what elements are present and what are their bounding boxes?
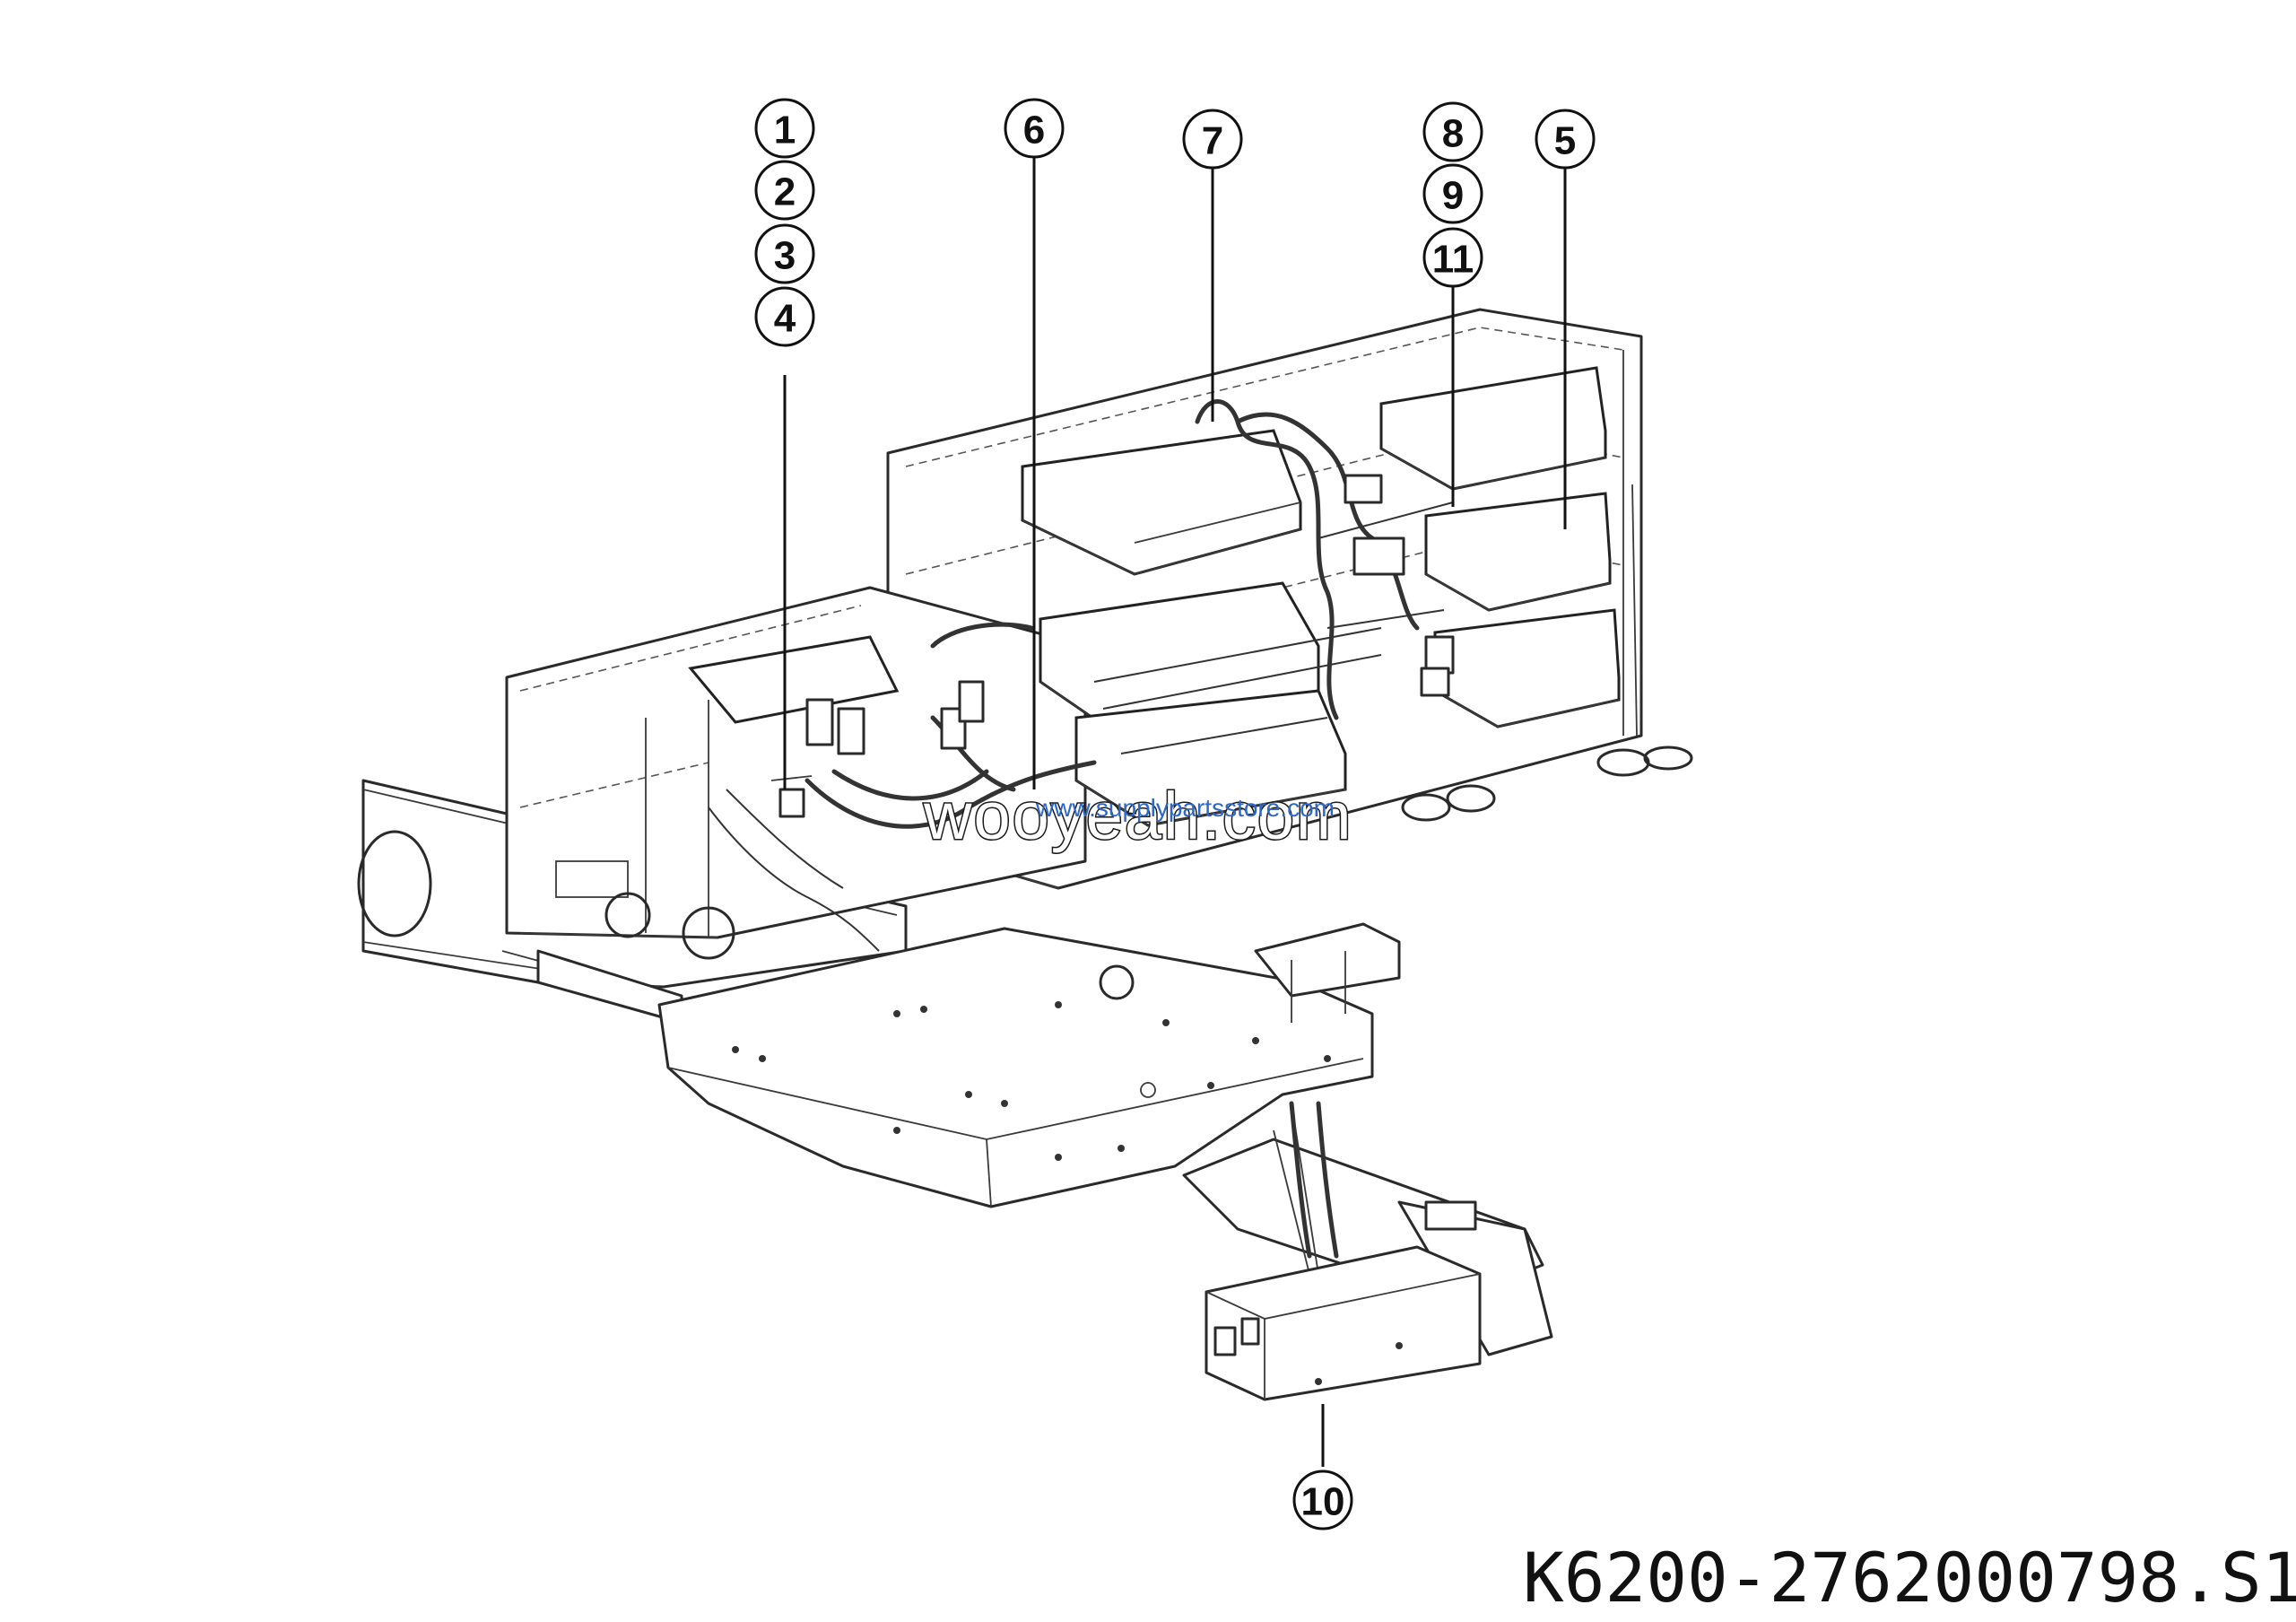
frame-feet xyxy=(1401,746,1693,822)
callout-4-label: 4 xyxy=(774,297,796,341)
callout-1: 1 xyxy=(754,98,815,159)
callout-7-label: 7 xyxy=(1202,119,1223,163)
battery-frame-left-mount xyxy=(770,775,813,818)
callout-3: 3 xyxy=(754,223,815,284)
callout-5-label: 5 xyxy=(1554,119,1576,163)
battery-pack-middle xyxy=(1039,581,1347,827)
mounting-plate xyxy=(657,927,1374,1208)
upper-battery-connector xyxy=(1344,474,1455,697)
callout-11: 11 xyxy=(1422,227,1483,288)
battery-pack-upper-left xyxy=(1021,429,1302,576)
callout-8: 8 xyxy=(1422,101,1483,162)
part-code-label: K6200-2762000798.S1A xyxy=(1523,1538,2296,1618)
callout-5: 5 xyxy=(1535,109,1596,170)
callout-10: 10 xyxy=(1292,1469,1353,1530)
callout-8-label: 8 xyxy=(1442,112,1464,156)
callout-11-label: 11 xyxy=(1432,238,1474,282)
callout-4: 4 xyxy=(754,286,815,347)
callout-9: 9 xyxy=(1422,163,1483,224)
callout-group: 1 2 3 4 5 6 7 8 xyxy=(754,98,1596,1530)
callout-10-label: 10 xyxy=(1301,1480,1345,1524)
callout-2-label: 2 xyxy=(774,170,796,214)
leader-lines xyxy=(783,153,1567,1467)
watermark: wooyeah.com www.supplypartsstore.com xyxy=(922,778,1353,855)
battery-frame-lower xyxy=(505,586,1087,960)
support-bracket xyxy=(1254,922,1401,1023)
battery-pack-lower-left xyxy=(688,635,900,724)
callout-9-label: 9 xyxy=(1442,174,1464,218)
mounting-plate-holes xyxy=(732,1001,1331,1161)
callout-6-label: 6 xyxy=(1023,109,1045,153)
battery-harness-front xyxy=(708,622,1382,952)
watermark-overlay: www.supplypartsstore.com xyxy=(1035,794,1335,822)
callout-6: 6 xyxy=(1004,98,1065,159)
control-box-lower xyxy=(1205,1245,1482,1401)
callout-7: 7 xyxy=(1182,109,1243,170)
callout-3-label: 3 xyxy=(774,234,796,278)
callout-1-label: 1 xyxy=(774,109,796,153)
watermark-main: wooyeah.com xyxy=(923,779,1353,853)
callout-2: 2 xyxy=(754,160,815,221)
